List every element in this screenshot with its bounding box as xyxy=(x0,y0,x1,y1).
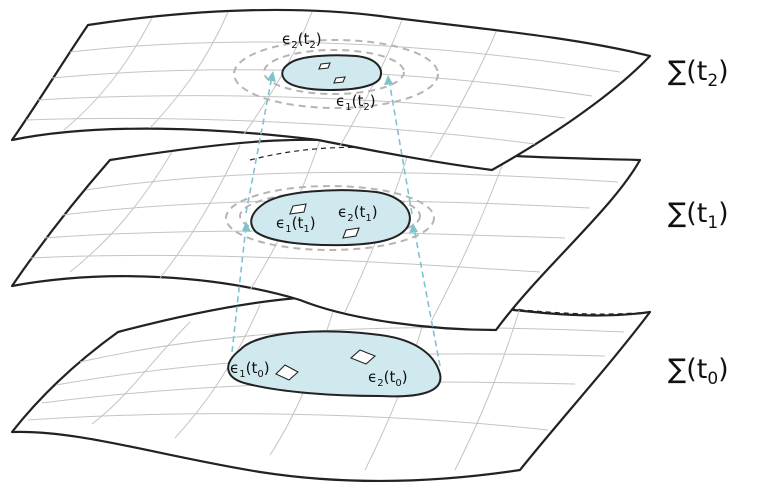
region-t2 xyxy=(281,54,382,92)
flow-arrows xyxy=(231,71,441,367)
element-e1-t2 xyxy=(333,76,346,84)
surface-t1: ϵ1(t1) ϵ2(t1) xyxy=(10,138,642,332)
boundary-ring-t2-outer xyxy=(233,39,439,109)
surface-t2: ϵ2(t2) ϵ1(t2) xyxy=(10,8,652,172)
region-label-e2-t0: ϵ2(t0) xyxy=(368,368,408,389)
flow-arrowhead-right-upper xyxy=(384,75,393,85)
element-e2-t0 xyxy=(349,349,377,365)
region-t0 xyxy=(227,330,442,398)
region-label-e1-t2: ϵ1(t2) xyxy=(336,92,376,113)
boundary-ring-t2-inner xyxy=(263,49,405,95)
flow-arrow-right-lower xyxy=(413,227,441,367)
surface-t2-grid xyxy=(25,11,621,159)
surface-label-t2: ∑(t2) xyxy=(668,56,729,91)
flow-arrow-left-upper xyxy=(245,75,273,214)
element-e2-t1 xyxy=(342,227,360,239)
flow-arrowhead-right-lower xyxy=(409,223,418,233)
element-e1-t0 xyxy=(275,364,299,381)
element-e1-t1 xyxy=(289,203,307,215)
flow-arrowhead-left-upper xyxy=(267,71,276,82)
region-label-e1-t1: ϵ1(t1) xyxy=(276,214,316,235)
flow-arrowhead-left-lower xyxy=(242,221,251,232)
region-t1 xyxy=(250,189,411,247)
surface-t0: ϵ1(t0) ϵ2(t0) xyxy=(10,294,652,482)
surface-label-t0: ∑(t0) xyxy=(668,354,729,389)
region-label-e1-t0: ϵ1(t0) xyxy=(230,359,270,380)
surface-label-t1: ∑(t1) xyxy=(668,198,729,233)
flow-arrow-left-lower xyxy=(231,225,247,353)
boundary-ring-t1-outer xyxy=(225,185,435,251)
region-label-e2-t2: ϵ2(t2) xyxy=(282,30,322,51)
region-label-e2-t1: ϵ2(t1) xyxy=(338,203,378,224)
flow-arrow-right-upper xyxy=(388,79,413,215)
element-e2-t2 xyxy=(318,62,331,70)
